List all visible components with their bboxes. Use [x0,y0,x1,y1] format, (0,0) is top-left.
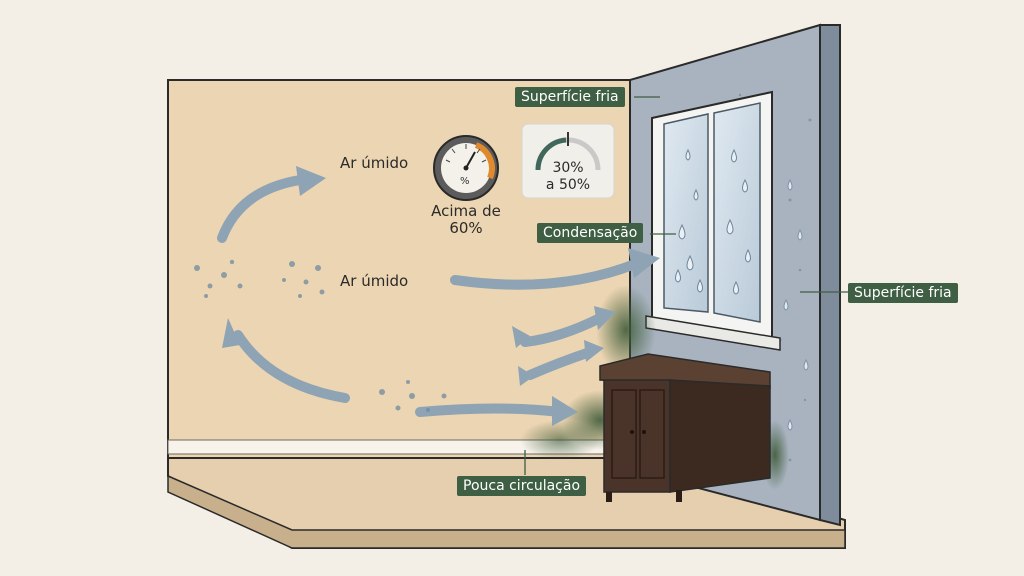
floor-edge [167,474,846,549]
humid-air-label-middle: Ar úmido [340,272,409,290]
airflow-arrows [217,175,645,417]
hygrometer-unit: % [460,176,470,187]
ideal-range-text: 30% a 50% [528,160,608,194]
leader-lines [524,96,850,475]
arrow-heads [222,166,660,426]
condensation-label: Condensação [537,223,644,243]
window [645,90,781,351]
hygrometer-caption-line2: 60% [449,219,483,237]
hygrometer-caption-line1: Acima de [431,202,501,220]
arrow-rising-humid-air [217,175,305,243]
arrow-curve-left [233,330,350,403]
cold-surface-label-right: Superfície fria [848,283,958,303]
arrow-small-1 [520,313,605,347]
glass-droplets [675,148,751,295]
arrow-small-2 [525,347,595,380]
ideal-range-line2: a 50% [545,177,591,193]
ideal-range-line1: 30% [552,160,584,176]
hygrometer-caption: Acima de 60% [426,203,506,237]
low-circulation-label: Pouca circulação [457,476,587,496]
arrow-lower-flow [415,403,565,417]
ideal-range-gauge [521,123,615,199]
cabinet [599,353,771,502]
humid-air-label-top: Ar úmido [340,154,409,172]
cold-wall-edge [819,24,841,527]
cold-surface-label-top: Superfície fria [515,87,625,107]
hygrometer [433,135,499,201]
humidity-particles [194,259,447,412]
arrow-to-window [450,257,645,290]
